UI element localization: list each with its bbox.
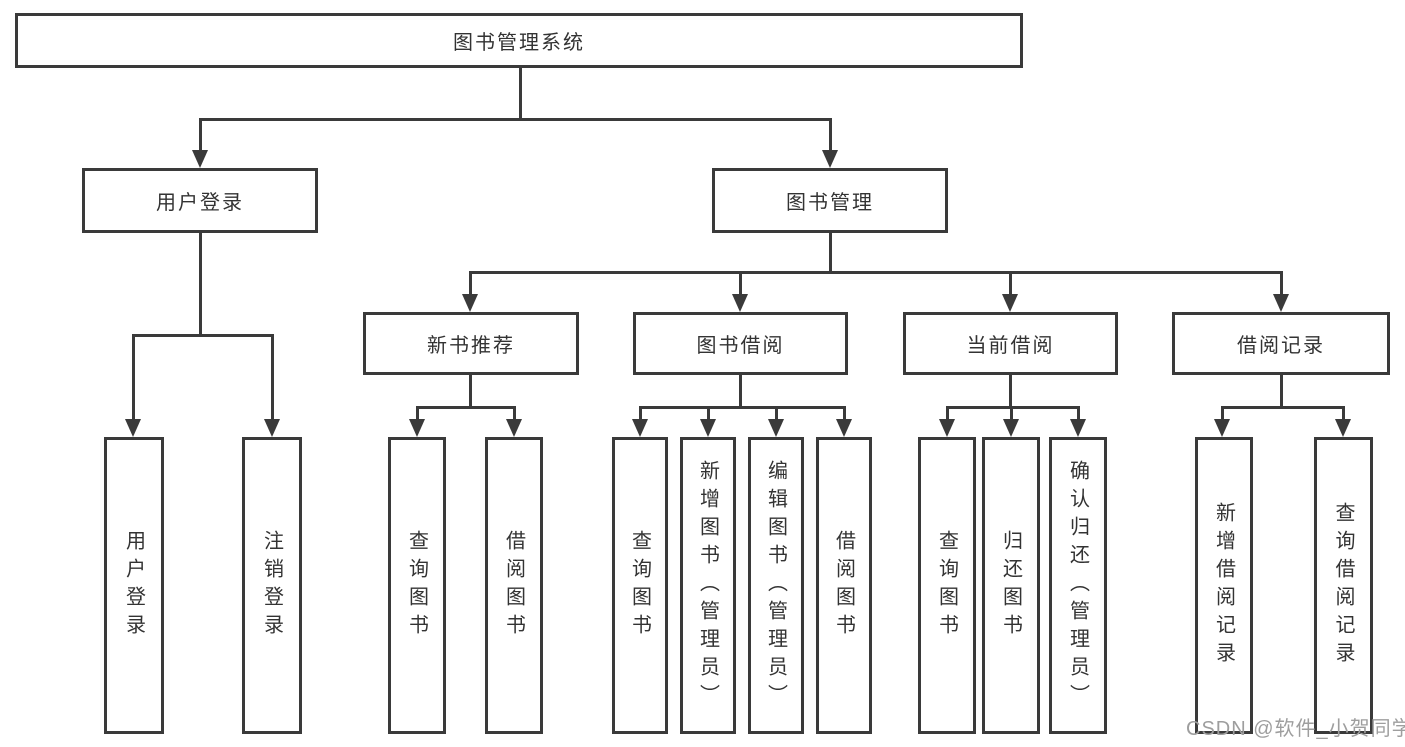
arrow-down-icon: [1003, 419, 1019, 437]
leaf-label: 新增图书（管理员）: [696, 459, 719, 712]
node-borrowing-records: 借阅记录: [1172, 312, 1390, 375]
arrow-down-icon: [506, 419, 522, 437]
leaf-confirm-return-admin: 确认归还（管理员）: [1049, 437, 1107, 734]
leaf-search-books: 查询图书: [918, 437, 976, 734]
arrow-down-icon: [1002, 294, 1018, 312]
leaf-label: 查询图书: [935, 529, 958, 642]
arrow-down-icon: [700, 419, 716, 437]
connector-user-login-stem: [199, 233, 202, 336]
leaf-label: 归还图书: [999, 529, 1022, 642]
connector-book-management-stem: [829, 233, 832, 273]
arrow-down-icon: [192, 150, 208, 168]
arrow-down-icon: [1335, 419, 1351, 437]
leaf-label: 查询图书: [405, 529, 428, 642]
arrow-down-icon: [1214, 419, 1230, 437]
leaf-label: 查询图书: [628, 529, 651, 642]
node-book-management: 图书管理: [712, 168, 948, 233]
connector-user-login-bar: [132, 334, 273, 337]
leaf-label: 编辑图书（管理员）: [764, 459, 787, 712]
arrow-down-icon: [732, 294, 748, 312]
node-label: 图书借阅: [696, 335, 785, 357]
node-label: 用户登录: [156, 192, 244, 214]
connector-leaf-stem: [1010, 406, 1013, 420]
connector-borrowing-records-stem: [1280, 375, 1283, 408]
leaf-label: 确认归还（管理员）: [1066, 459, 1089, 712]
connector-leaf-stem: [775, 406, 778, 420]
connector-leaf-stem: [639, 406, 642, 420]
connector-to-book-management: [829, 118, 832, 152]
connector-book-borrowing-stem: [739, 375, 742, 408]
connector-leaf-stem: [1342, 406, 1345, 420]
node-library-system: 图书管理系统: [15, 13, 1023, 68]
arrow-down-icon: [409, 419, 425, 437]
node-label: 图书管理系统: [453, 32, 585, 54]
connector-new-book-stem: [469, 375, 472, 408]
leaf-label: 用户登录: [122, 529, 145, 642]
arrow-down-icon: [939, 419, 955, 437]
arrow-down-icon: [264, 419, 280, 437]
connector-new-book-bar: [416, 406, 515, 409]
connector-to-book-borrowing: [739, 271, 742, 296]
watermark: CSDN @软件_小贺同学: [1186, 718, 1405, 740]
leaf-logout: 注销登录: [242, 437, 302, 734]
connector-leaf-stem: [707, 406, 710, 420]
leaf-label: 新增借阅记录: [1212, 501, 1235, 670]
node-user-login: 用户登录: [82, 168, 318, 233]
leaf-label: 借阅图书: [832, 529, 855, 642]
leaf-edit-book-admin: 编辑图书（管理员）: [748, 437, 804, 734]
connector-to-leaf-user-login: [132, 334, 135, 420]
connector-book-management-bar: [469, 271, 1282, 274]
node-label: 图书管理: [786, 192, 874, 214]
arrow-down-icon: [632, 419, 648, 437]
leaf-label: 借阅图书: [502, 529, 525, 642]
leaf-add-book-admin: 新增图书（管理员）: [680, 437, 736, 734]
connector-to-current-borrowing: [1009, 271, 1012, 296]
leaf-label: 查询借阅记录: [1332, 501, 1354, 670]
connector-to-leaf-logout: [271, 334, 274, 420]
node-label: 借阅记录: [1237, 335, 1325, 357]
connector-leaf-stem: [1077, 406, 1080, 420]
connector-root-stem: [519, 67, 522, 120]
node-new-book-recommendation: 新书推荐: [363, 312, 579, 375]
arrow-down-icon: [462, 294, 478, 312]
leaf-search-borrow-record: 查询借阅记录: [1314, 437, 1373, 734]
node-current-borrowing: 当前借阅: [903, 312, 1118, 375]
connector-leaf-stem: [513, 406, 516, 420]
arrow-down-icon: [836, 419, 852, 437]
arrow-down-icon: [125, 419, 141, 437]
connector-leaf-stem: [416, 406, 419, 420]
leaf-user-login: 用户登录: [104, 437, 164, 734]
arrow-down-icon: [1070, 419, 1086, 437]
connector-to-new-book: [469, 271, 472, 296]
leaf-label: 注销登录: [260, 529, 283, 642]
arrow-down-icon: [1273, 294, 1289, 312]
node-book-borrowing: 图书借阅: [633, 312, 848, 375]
arrow-down-icon: [768, 419, 784, 437]
connector-to-user-login: [199, 118, 202, 152]
connector-to-borrowing-records: [1280, 271, 1283, 296]
leaf-search-books: 查询图书: [388, 437, 446, 734]
node-label: 新书推荐: [427, 335, 515, 357]
connector-book-borrowing-bar: [639, 406, 845, 409]
leaf-return-books: 归还图书: [982, 437, 1040, 734]
connector-leaf-stem: [843, 406, 846, 420]
connector-borrowing-records-bar: [1221, 406, 1344, 409]
connector-leaf-stem: [1221, 406, 1224, 420]
arrow-down-icon: [822, 150, 838, 168]
connector-current-borrowing-stem: [1009, 375, 1012, 408]
leaf-borrow-books: 借阅图书: [485, 437, 543, 734]
leaf-borrow-books: 借阅图书: [816, 437, 872, 734]
node-label: 当前借阅: [966, 335, 1055, 357]
connector-leaf-stem: [946, 406, 949, 420]
leaf-search-books: 查询图书: [612, 437, 668, 734]
connector-root-bar: [199, 118, 832, 121]
leaf-add-borrow-record: 新增借阅记录: [1195, 437, 1253, 734]
